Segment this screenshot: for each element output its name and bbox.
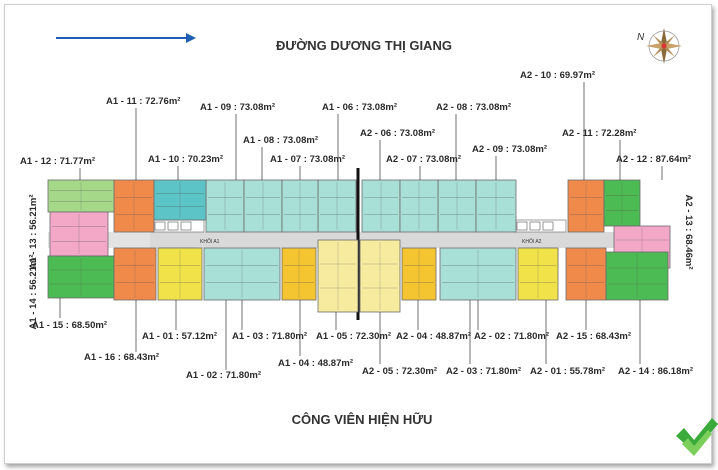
- apartment-unit: [401, 247, 437, 301]
- unit-area-label: A2 - 08 : 73.08m²: [436, 102, 511, 113]
- unit-area-label: A1 - 11 : 72.76m²: [106, 96, 180, 107]
- unit-area-label: A2 - 05 : 72.30m²: [362, 366, 437, 377]
- apartment-unit: [317, 239, 359, 313]
- apartment-unit: [113, 247, 157, 301]
- apartment-unit: [517, 247, 559, 301]
- unit-area-label: A2 - 13 : 68.46m²: [683, 195, 694, 270]
- unit-area-label: A2 - 09 : 73.08m²: [472, 144, 547, 155]
- apartment-unit: [603, 179, 641, 227]
- apartment-unit: [47, 179, 115, 213]
- unit-area-label: A2 - 07 : 73.08m²: [386, 154, 461, 165]
- direction-arrow-icon: [56, 33, 196, 43]
- unit-area-label: A2 - 11 : 72.28m²: [562, 128, 636, 139]
- apartment-unit: [605, 251, 669, 301]
- apartment-units: [47, 179, 671, 313]
- apartment-unit: [205, 179, 245, 233]
- compass-rose-icon: [646, 28, 682, 64]
- apartment-unit: [243, 179, 283, 233]
- apartment-unit: [437, 179, 477, 233]
- unit-labels: A1 - 11 : 72.76m² A1 - 09 : 73.08m² A1 - 0…: [20, 70, 694, 381]
- unit-area-label: A1 - 15 : 68.50m²: [32, 320, 107, 331]
- apartment-unit: [47, 255, 115, 299]
- apartment-unit: [281, 179, 319, 233]
- apartment-unit: [439, 247, 517, 301]
- unit-area-label: A1 - 04 : 48.87m²: [278, 358, 353, 369]
- apartment-unit: [49, 211, 109, 257]
- unit-area-label: A1 - 03 : 71.80m²: [232, 331, 307, 342]
- unit-area-label: A1 - 07 : 73.08m²: [270, 154, 345, 165]
- unit-area-label: A2 - 06 : 73.08m²: [360, 128, 435, 139]
- unit-area-label: A2 - 15 : 68.43m²: [556, 331, 631, 342]
- building-footprint: [48, 168, 670, 320]
- unit-area-label: A2 - 03 : 71.80m²: [446, 366, 521, 377]
- apartment-unit: [203, 247, 281, 301]
- apartment-unit: [157, 247, 203, 301]
- unit-area-label: A1 - 06 : 73.08m²: [322, 102, 397, 113]
- apartment-unit: [281, 247, 317, 301]
- unit-area-label: A2 - 10 : 69.97m²: [520, 70, 595, 81]
- unit-area-label: A2 - 14 : 86.18m²: [618, 366, 693, 377]
- unit-area-label: A2 - 12 : 87.64m²: [616, 154, 691, 165]
- apartment-unit: [317, 179, 357, 233]
- unit-area-label: A1 - 09 : 73.08m²: [200, 102, 275, 113]
- unit-area-label: A2 - 01 : 55.78m²: [530, 366, 605, 377]
- compass-north-label: N: [637, 32, 645, 43]
- unit-area-label: A1 - 13 : 56.21m²: [28, 195, 39, 270]
- apartment-unit: [153, 179, 207, 221]
- block-a2-label: KHỐI A2: [522, 238, 542, 245]
- unit-area-label: A1 - 05 : 72.30m²: [316, 331, 391, 342]
- block-a1-label: KHỐI A1: [200, 238, 220, 245]
- brand-logo-icon: [676, 418, 718, 456]
- apartment-unit: [359, 239, 401, 313]
- apartment-unit: [361, 179, 401, 233]
- unit-area-label: A1 - 16 : 68.43m²: [84, 352, 159, 363]
- unit-area-label: A1 - 01 : 57.12m²: [142, 331, 217, 342]
- park-name: CÔNG VIÊN HIỆN HỮU: [292, 412, 433, 427]
- unit-area-label: A1 - 14 : 56.21m²: [28, 255, 39, 330]
- unit-area-label: A1 - 10 : 70.23m²: [148, 154, 223, 165]
- unit-area-label: A1 - 08 : 73.08m²: [243, 135, 318, 146]
- unit-area-label: A1 - 02 : 71.80m²: [186, 370, 261, 381]
- apartment-unit: [567, 179, 605, 233]
- unit-area-label: A2 - 04 : 48.87m²: [396, 331, 471, 342]
- unit-area-label: A1 - 12 : 71.77m²: [20, 156, 95, 167]
- label-leader-lines: [59, 82, 663, 370]
- unit-area-label: A2 - 02 : 71.80m²: [474, 331, 549, 342]
- apartment-unit: [113, 179, 155, 233]
- street-name: ĐƯỜNG DƯƠNG THỊ GIANG: [276, 38, 452, 53]
- apartment-unit: [565, 247, 607, 301]
- apartment-unit: [399, 179, 439, 233]
- apartment-unit: [475, 179, 517, 233]
